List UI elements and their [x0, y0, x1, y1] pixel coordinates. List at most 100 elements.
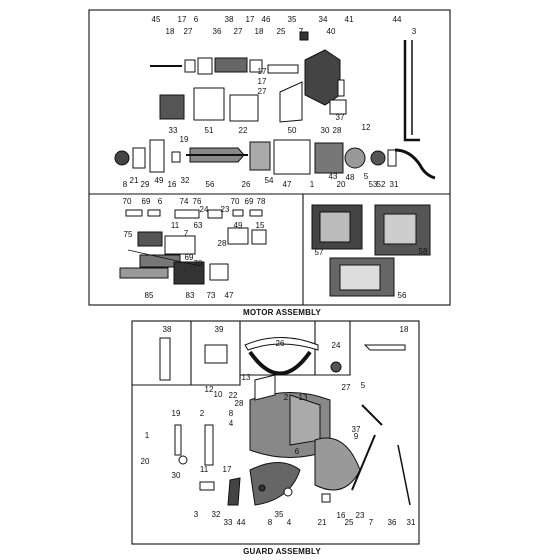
callout-label: 4: [286, 518, 292, 527]
callout-label: 28: [332, 126, 342, 135]
callout-label: 25: [344, 518, 354, 527]
callout-label: 54: [264, 176, 274, 185]
callout-label: 51: [204, 126, 214, 135]
callout-label: 4: [228, 419, 234, 428]
callout-label: 16: [167, 180, 177, 189]
callout-label: 28: [234, 399, 244, 408]
callout-label: 20: [140, 457, 150, 466]
callout-label: 18: [165, 27, 175, 36]
callout-label: 33: [223, 518, 233, 527]
callout-label: 17: [257, 77, 267, 86]
callout-label: 6: [157, 197, 163, 206]
callout-label: 5: [360, 381, 366, 390]
callout-label: 47: [282, 180, 292, 189]
callout-label: 69: [244, 197, 254, 206]
guard-assembly-caption: GUARD ASSEMBLY: [243, 547, 321, 556]
callout-label: 17: [177, 15, 187, 24]
callout-label: 69: [184, 253, 194, 262]
callout-label: 56: [205, 180, 215, 189]
callout-label: 52: [376, 180, 386, 189]
callout-label: 37: [351, 425, 361, 434]
callout-label: 27: [257, 87, 267, 96]
callout-label: 8: [228, 409, 234, 418]
callout-label: 48: [345, 173, 355, 182]
callout-label: 19: [179, 135, 189, 144]
callout-label: 70: [122, 197, 132, 206]
callout-label: 17: [257, 67, 267, 76]
callout-label: 30: [171, 471, 181, 480]
callout-label: 31: [389, 180, 399, 189]
callout-label: 15: [255, 221, 265, 230]
callout-label: 70: [230, 197, 240, 206]
callout-label: 11: [170, 221, 180, 230]
callout-label: 6: [294, 447, 300, 456]
callout-label: 26: [275, 339, 285, 348]
callout-label: 11: [199, 465, 209, 474]
callout-label: 17: [222, 465, 232, 474]
callout-label: 32: [180, 176, 190, 185]
callout-label: 22: [238, 126, 248, 135]
callout-label: 6: [193, 15, 199, 24]
callout-label: 76: [192, 197, 202, 206]
callout-label: 75: [123, 230, 133, 239]
callout-label: 17: [245, 15, 255, 24]
callout-label: 85: [144, 291, 154, 300]
callout-label: 12: [361, 123, 371, 132]
callout-label: 27: [183, 27, 193, 36]
callout-label: 35: [274, 510, 284, 519]
callout-label: 56: [397, 291, 407, 300]
callout-label: 7: [298, 27, 304, 36]
callout-label: 27: [233, 27, 243, 36]
callout-label: 8: [122, 180, 128, 189]
callout-label: 57: [314, 248, 324, 257]
guard-assembly-frame: [131, 320, 420, 545]
callout-label: 78: [256, 197, 266, 206]
callout-label: 18: [399, 325, 409, 334]
callout-label: 49: [233, 221, 243, 230]
callout-label: 23: [220, 205, 230, 214]
callout-label: 63: [193, 221, 203, 230]
callout-label: 35: [287, 15, 297, 24]
callout-label: 25: [276, 27, 286, 36]
callout-label: 12: [204, 385, 214, 394]
callout-label: 32: [211, 510, 221, 519]
callout-label: 74: [179, 197, 189, 206]
callout-label: 19: [171, 409, 181, 418]
callout-label: 28: [217, 239, 227, 248]
callout-label: 40: [326, 27, 336, 36]
callout-label: 26: [241, 180, 251, 189]
motor-assembly-caption: MOTOR ASSEMBLY: [242, 308, 322, 317]
callout-label: 34: [318, 15, 328, 24]
callout-label: 47: [224, 291, 234, 300]
callout-label: 73: [206, 291, 216, 300]
callout-label: 3: [193, 510, 199, 519]
callout-label: 69: [141, 197, 151, 206]
callout-label: 7: [183, 229, 189, 238]
motor-parts: [114, 31, 436, 180]
callout-label: 41: [344, 15, 354, 24]
callout-label: 24: [199, 205, 209, 214]
callout-label: 49: [154, 176, 164, 185]
callout-label: 37: [335, 113, 345, 122]
callout-label: 45: [151, 15, 161, 24]
callout-label: 36: [212, 27, 222, 36]
callout-label: 50: [287, 126, 297, 135]
motor-photos: [311, 204, 431, 297]
callout-label: 29: [140, 180, 150, 189]
callout-label: 7: [368, 518, 374, 527]
callout-label: 10: [213, 390, 223, 399]
callout-label: 20: [336, 180, 346, 189]
callout-label: 44: [392, 15, 402, 24]
callout-label: 38: [162, 325, 172, 334]
callout-label: 58: [418, 247, 428, 256]
callout-label: 30: [320, 126, 330, 135]
callout-label: 1: [309, 180, 315, 189]
callout-label: 9: [353, 432, 359, 441]
callout-label: 33: [168, 126, 178, 135]
callout-label: 27: [341, 383, 351, 392]
callout-label: 46: [261, 15, 271, 24]
callout-label: 8: [267, 518, 273, 527]
callout-label: 53: [368, 180, 378, 189]
